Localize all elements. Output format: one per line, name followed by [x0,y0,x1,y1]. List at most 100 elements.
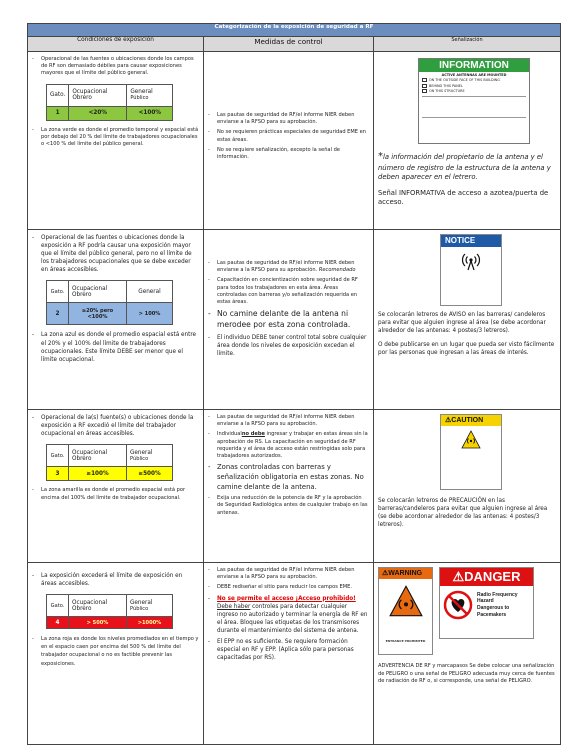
signage-cell: ⚠WARNING ENTRANCE PROHIBITED ⚠DANGER [372,562,562,745]
measures-cell: Las pautas de seguridad de RF/el informe… [203,229,374,410]
radio-wave-icon [461,430,481,449]
radio-wave-icon [461,253,481,271]
general-value: ≥500% [126,466,173,482]
measure-item: No camine delante de la antena ni merode… [208,309,369,331]
measure-item: El individuo DEBE tener control total so… [208,334,369,358]
cat-header: Gato. [45,83,70,107]
information-sign-header: INFORMATION [419,59,529,72]
conditions-cell: Operacional de la(s) fuente(s) o ubicaci… [27,409,204,563]
measures-cell: Las pautas de seguridad de RF/el informe… [203,51,374,230]
notice-sign: NOTICE [440,234,502,306]
signage-text: Se colocarán letreros de PRECAUCIÓN en l… [378,498,548,528]
conditions-cell: Operacional de las fuentes o ubicaciones… [27,229,204,410]
measure-item: Exija una reducción de la potencia de RF… [208,495,369,517]
warning-sign: ⚠WARNING ENTRANCE PROHIBITED [378,567,433,655]
sign-note: *la información del propietario de la an… [378,150,556,182]
table-row: La exposición excederá el límite de expo… [27,562,562,745]
measure-item: Las pautas de seguridad de RF/el informe… [208,260,369,274]
caution-sign: ⚠CAUTION [440,414,502,490]
signage-text: ADVERTENCIA DE RF y marcapasos Se debe c… [378,663,555,685]
signage-text: Señal INFORMATIVA de acceso a azotea/pue… [378,188,549,207]
gen-header-sub: Público [130,605,149,612]
zone-note: La zona amarilla es donde el promedio es… [32,487,199,501]
gen-header: General [130,449,153,456]
measure-item: Zonas controladas con barreras y señaliz… [208,463,369,492]
gen-header: General [130,599,153,606]
occupational-value: > 500% [68,616,127,630]
measure-item: No se permite el acceso ¡Acceso prohibid… [208,595,369,635]
table-row: Operacional de las fuentes o ubicaciones… [27,51,562,230]
measure-item: El EPP no es suficiente. Se requiere for… [208,638,369,662]
condition-text: Operacional de las fuentes o ubicaciones… [32,234,199,274]
occ-header-sub: Obrero [72,455,92,462]
measure-item: Las pautas de seguridad de RF/el informe… [208,414,369,428]
cat-header: Gato. [46,594,69,618]
col-header-measures: Medidas de control [203,36,374,52]
warning-sign-header: ⚠WARNING [379,568,432,579]
category-number: 4 [46,616,69,630]
measure-item: No se requieren prácticas especiales de … [208,129,369,143]
col-header-signage: Señalización [372,36,562,52]
sign-fine-print [441,452,501,482]
signage-text: Se colocarán letreros de AVISO en las ba… [378,312,546,334]
conditions-cell: La exposición excederá el límite de expo… [27,562,204,745]
page: Categorización de la exposición de segur… [26,23,562,745]
signage-cell: ⚠CAUTION Se colocarán letreros de PRECAU… [372,409,562,563]
occ-header: Ocupacional [72,285,108,292]
sign-option: BEHIND THIS PANEL [429,83,463,88]
sign-fine-print [379,619,432,639]
occ-header: Ocupacional [72,449,108,456]
occ-header-sub: Obrero [72,95,92,102]
condition-text: Operacional de la(s) fuente(s) o ubicaci… [32,414,199,438]
signage-text-2: O debe publicarse en un lugar que pueda … [378,341,555,356]
sign-note-text: la información del propietario de la ant… [378,153,551,181]
sign-fine-print [441,273,501,297]
sign-option: ON THIS STRUCTURE [429,88,465,93]
caution-sign-header-text: CAUTION [451,417,484,424]
sign-subtitle: ACTIVE ANTENNAS ARE MOUNTED [441,73,507,77]
signage-cell: INFORMATION ACTIVE ANTENNAS ARE MOUNTED … [372,51,562,230]
gen-header-sub: Público [130,455,149,462]
access-prohibited-label: No se permite el acceso ¡Acceso prohibid… [217,595,356,602]
general-value: > 100% [126,302,173,326]
danger-sign-header-text: DANGER [464,569,521,584]
asterisk: * [378,151,383,162]
col-header-conditions: Condiciones de exposición [27,36,204,52]
danger-sign-header: ⚠DANGER [440,568,533,586]
occ-header: Ocupacional [72,89,108,96]
warning-sign-header-text: WARNING [388,570,423,577]
gen-header: General [130,89,153,96]
signage-cell: NOTICE Se colocarán letreros de AVISO en… [372,229,562,410]
occ-header: Ocupacional [72,599,108,606]
danger-sign-text: Radio Frequency Hazard Dangerous to Pace… [477,591,518,618]
measures-cell: Las pautas de seguridad de RF/el informe… [203,409,374,563]
occ-header-sub: Obrero [72,605,92,612]
measure-item: DEBE rediseñar el sitio para reducir los… [208,584,369,591]
occ-header-sub: Obrero [72,291,92,298]
gen-header-sub: Público [130,95,149,102]
caution-sign-header: ⚠CAUTION [441,415,501,426]
cat-header: Gato. [46,444,69,468]
table-title: Categorización de la exposición de segur… [26,23,562,37]
gen-header: General [126,280,173,304]
conditions-cell: Operacional de las fuentes o ubicaciones… [27,51,204,230]
recommended-label: Recomendado [318,267,356,274]
general-value: <100% [126,105,174,121]
emphasis: no debe [241,431,265,438]
sign-option: ON THE OUTSIDE FACE OF THIS BUILDING [429,78,500,83]
zone-note: La zona roja es donde los niveles promed… [32,635,199,668]
zone-note: La zona azul es donde el promedio espaci… [32,331,199,363]
category-number: 1 [45,105,70,121]
sign-group: ⚠WARNING ENTRANCE PROHIBITED ⚠DANGER [378,567,556,655]
radio-wave-warning-icon [388,585,423,617]
occupational-value: <20% [68,105,128,121]
measure-item: Capacitación en concientización sobre se… [208,277,369,306]
no-pacemaker-icon [443,590,473,620]
measure-item: No se requiere señalización, excepto la … [208,147,369,161]
notice-sign-header: NOTICE [441,235,501,247]
checkbox-icon [422,83,427,88]
